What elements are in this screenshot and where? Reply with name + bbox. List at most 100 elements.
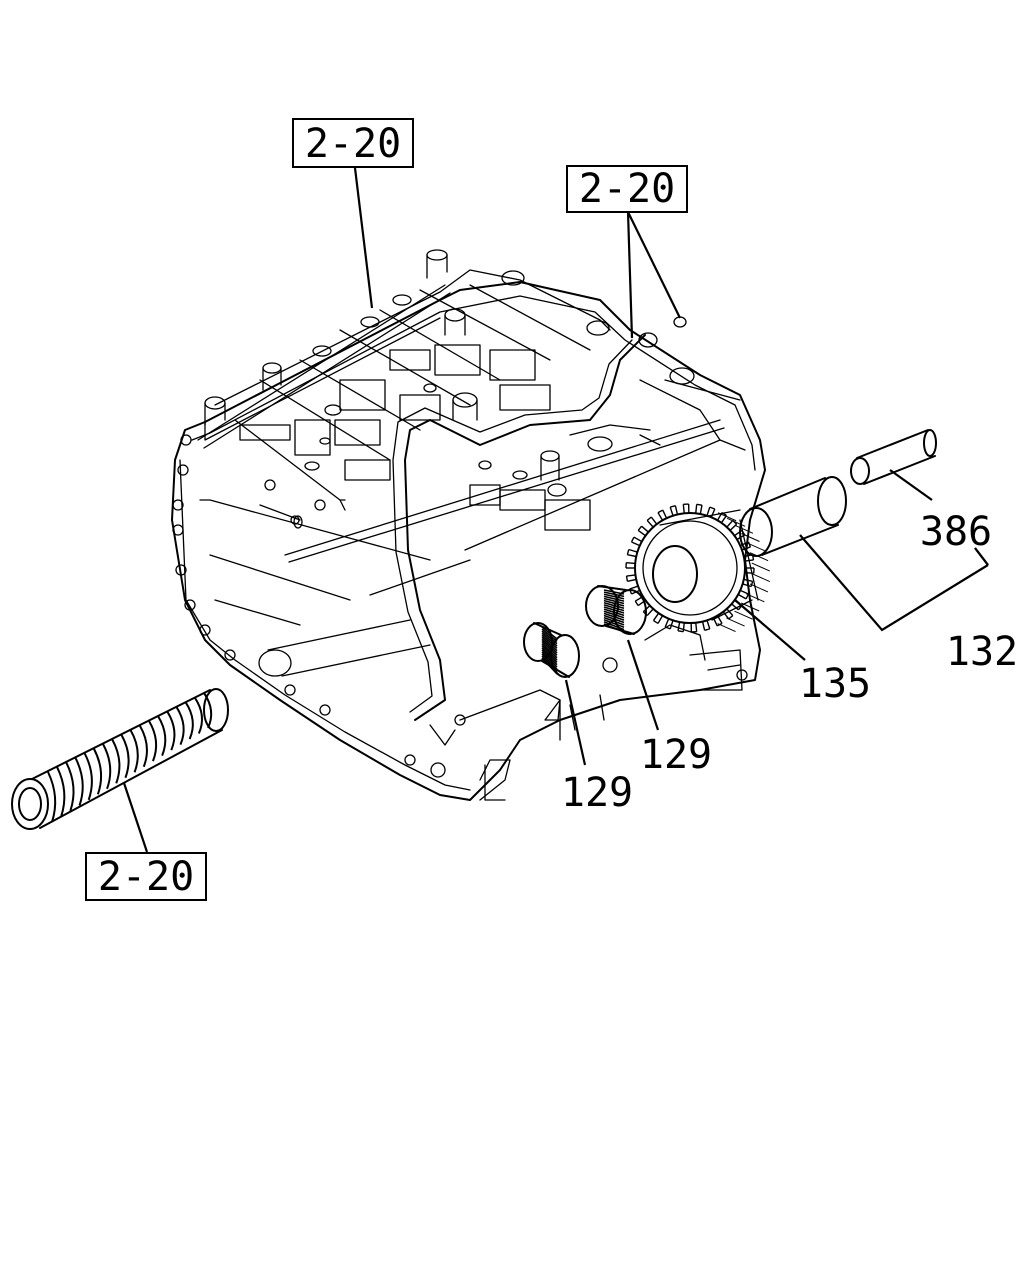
bearing-upper-rollers [603, 589, 625, 633]
drawing-stroke [674, 505, 679, 515]
part-number-132: 132 [946, 629, 1018, 675]
spring-coil [148, 720, 158, 762]
drawing-stroke [728, 615, 734, 620]
drawing-stroke [603, 619, 625, 628]
drawing-stroke [706, 620, 711, 630]
drawing-stroke [669, 506, 674, 516]
drawing-stroke [541, 632, 558, 647]
drawing-stroke [726, 519, 734, 528]
drawing-stroke [541, 640, 558, 656]
drawing-stroke [541, 626, 558, 640]
drawing-stroke [699, 505, 703, 515]
part-132-sleeve [739, 476, 847, 557]
ref-box-bottom-left[interactable]: 2-20 [85, 852, 207, 901]
drawing-stroke [631, 541, 641, 547]
drawing-stroke [746, 542, 765, 552]
ref-label-top-right: 2-20 [579, 166, 675, 212]
boss-cylinders [204, 249, 695, 529]
spring-coil [175, 706, 185, 745]
drawing-stroke [626, 549, 630, 555]
drawing-stroke [652, 612, 660, 621]
drawing-stroke [751, 562, 771, 572]
spring-coil [203, 692, 213, 729]
drawing-stroke [696, 503, 703, 506]
drawing-stroke [744, 559, 754, 562]
drawing-stroke [734, 529, 743, 537]
drawing-stroke [646, 516, 652, 521]
spring-coil [56, 766, 66, 817]
drawing-stroke [603, 604, 625, 612]
spring-coil [83, 752, 93, 801]
drawing-stroke [726, 608, 734, 617]
drawing-stroke [669, 620, 674, 630]
drawing-stroke [603, 593, 625, 600]
drawing-stroke [627, 554, 637, 558]
drawing-stroke [626, 574, 636, 577]
drawing-stroke [541, 630, 558, 645]
drawing-stroke [704, 628, 710, 631]
ref-box-top-right[interactable]: 2-20 [566, 165, 688, 213]
part-number-135: 135 [799, 661, 871, 707]
ref-box-top-left[interactable]: 2-20 [292, 118, 414, 168]
drawing-stroke [541, 653, 558, 670]
drawing-stroke [634, 600, 639, 607]
drawing-stroke [541, 636, 558, 652]
coil-spring-filter [11, 688, 229, 830]
drawing-stroke [603, 595, 625, 602]
drawing-stroke [664, 626, 671, 630]
drawing-stroke [716, 615, 723, 624]
drawing-stroke [646, 608, 654, 617]
drawing-stroke [541, 628, 558, 642]
drawing-stroke [541, 649, 558, 666]
drawing-stroke [603, 614, 625, 624]
bearing-lower-rollers [541, 626, 558, 675]
part-number-386: 386 [920, 509, 992, 555]
drawing-stroke [541, 642, 558, 659]
drawing-stroke [603, 597, 625, 605]
drawing-stroke [682, 622, 685, 632]
drawing-stroke [721, 511, 727, 517]
pipe-fitting-o-ring [638, 316, 687, 348]
drawing-stroke [749, 583, 769, 593]
drawing-stroke [541, 655, 558, 673]
drawing-stroke [726, 517, 746, 527]
drawing-stroke [717, 623, 736, 632]
drawing-stroke [741, 546, 751, 551]
drawing-stroke [709, 506, 716, 510]
drawing-stroke [741, 533, 760, 542]
drawing-stroke [603, 608, 625, 617]
drawing-stroke [739, 589, 749, 595]
drawing-stroke [736, 534, 746, 541]
spring-coil [129, 729, 139, 773]
drawing-stroke [603, 591, 625, 598]
drawing-stroke [646, 519, 654, 528]
drawing-stroke [603, 610, 625, 619]
drawing-stroke [726, 617, 745, 627]
drawing-stroke [749, 552, 769, 562]
drawing-stroke [641, 525, 649, 533]
drawing-stroke [603, 589, 625, 595]
drawing-stroke [751, 554, 755, 561]
drawing-stroke [541, 638, 558, 654]
drawing-stroke [677, 630, 684, 633]
drawing-stroke [743, 578, 753, 582]
spring-coil [193, 697, 204, 734]
drawing-stroke [637, 525, 643, 531]
drawing-stroke [734, 524, 754, 534]
drawing-stroke [720, 515, 728, 524]
drawing-stroke [626, 561, 636, 565]
drawing-stroke [743, 554, 753, 558]
drawing-stroke [603, 599, 625, 607]
part-386-pin [850, 429, 937, 485]
drawing-stroke [629, 585, 639, 590]
callout-leaders [122, 167, 989, 853]
drawing-stroke [722, 611, 730, 620]
drawing-stroke [734, 610, 753, 620]
spring-coil [166, 711, 176, 751]
transmission-case-housing [171, 249, 766, 801]
drawing-stroke [630, 536, 635, 543]
drawing-stroke [650, 516, 658, 525]
drawing-stroke [628, 548, 638, 553]
drawing-stroke [541, 634, 558, 649]
drawing-stroke [717, 512, 737, 522]
